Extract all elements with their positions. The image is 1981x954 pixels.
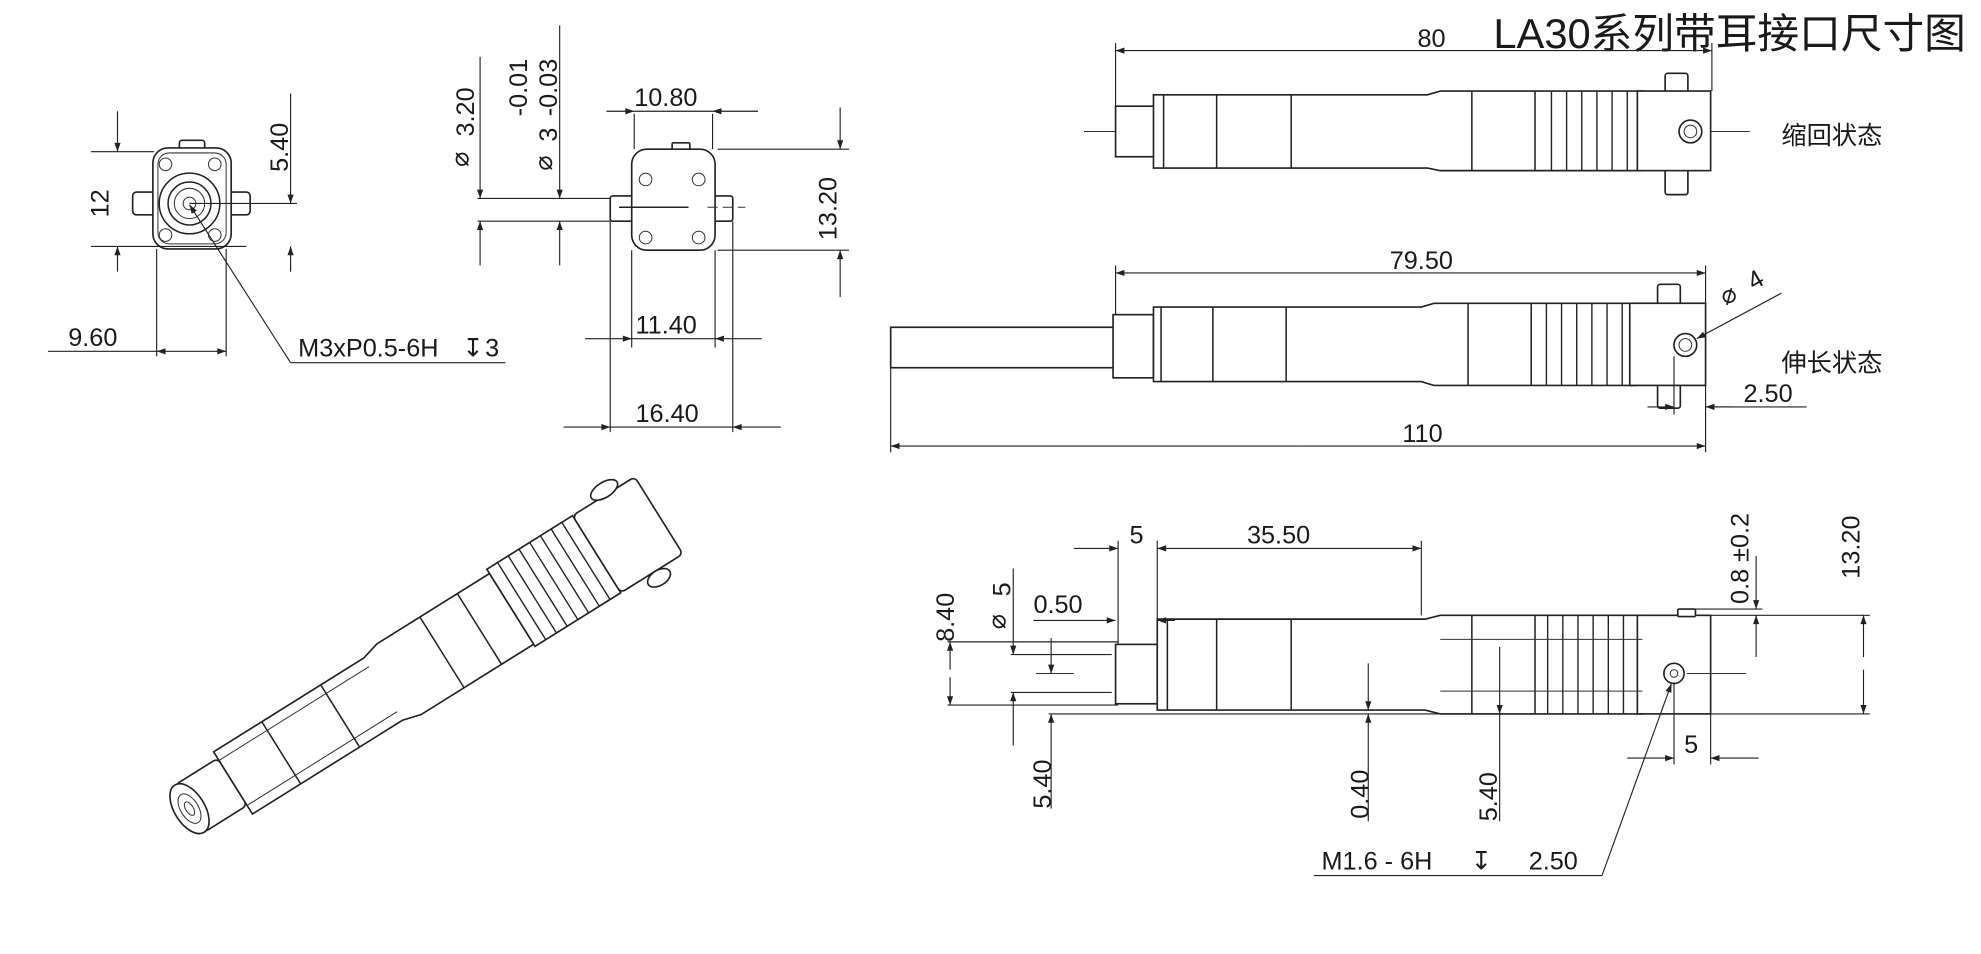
bottom-hole-pos-label: 5 [1684, 731, 1698, 759]
bottom-height-label: 8.40 [932, 593, 960, 642]
side-height-label: 13.20 [814, 177, 842, 240]
front-height-label: 12 [87, 189, 115, 217]
depth-symbol-icon: ↧ [462, 334, 483, 362]
bottom-thread-depth-label: 2.50 [1529, 847, 1578, 875]
side-tol-lower: -0.03 [535, 59, 563, 117]
bottom-total-height-label: 13.20 [1838, 516, 1866, 579]
bottom-gap-label: 0.50 [1033, 591, 1082, 619]
depth-symbol-icon: ↧ [1471, 847, 1492, 875]
retracted-view: 80 缩回状态 [1083, 25, 1882, 196]
front-thread-depth: 3 [485, 334, 499, 362]
side-total-width-label: 16.40 [635, 400, 698, 428]
bottom-step-label: 0.40 [1346, 770, 1374, 819]
side-mid-width-label: 11.40 [635, 312, 696, 340]
bottom-body-len-label: 35.50 [1247, 521, 1310, 549]
bottom-rod-offset-label: 5.40 [1029, 759, 1057, 808]
retracted-length-label: 80 [1418, 25, 1446, 53]
isometric-view [169, 477, 682, 835]
extended-hole-offset-label: 2.50 [1743, 380, 1792, 408]
diameter-icon: ⌀ [984, 614, 1012, 629]
bottom-view: 5 35.50 0.50 8.40 5 ⌀ 5.40 0.40 5.40 [932, 513, 1870, 877]
drawing-title: LA30系列带耳接口尺寸图 [1493, 10, 1966, 57]
side-top-width-label: 10.80 [634, 84, 697, 112]
front-thread-label: M3xP0.5-6H [298, 334, 438, 362]
diameter-icon: ⌀ [1715, 279, 1742, 311]
extended-body-length-label: 79.50 [1390, 247, 1453, 275]
side-shaft-dia-label: 3.20 [452, 87, 480, 136]
retracted-state-label: 缩回状态 [1781, 122, 1882, 150]
front-width-label: 9.60 [68, 324, 117, 352]
side-view: 3.20 ⌀ -0.01 -0.03 3 ⌀ 10.80 13.20 11.40… [447, 25, 849, 433]
front-view: 12 5.40 9.60 M3xP0.5-6H ↧ 3 [48, 93, 506, 364]
bottom-ear-tol-label: 0.8 ±0.2 [1727, 513, 1755, 604]
extended-hole-dia-label: 4 [1743, 265, 1769, 296]
diameter-icon: ⌀ [530, 155, 558, 170]
bottom-rod-dia-label: 5 [989, 582, 1017, 596]
bottom-thread-label: M1.6 - 6H [1322, 847, 1433, 875]
side-pin-dia-label: 3 [535, 128, 563, 142]
extended-total-length-label: 110 [1402, 420, 1442, 448]
front-offset-label: 5.40 [266, 123, 294, 172]
extended-state-label: 伸长状态 [1781, 350, 1882, 378]
extended-view: 79.50 ⌀ 4 伸长状态 2.50 110 [889, 247, 1882, 453]
bottom-cap-len-label: 5 [1129, 521, 1143, 549]
side-tol-upper: -0.01 [505, 59, 533, 117]
bottom-offset-right-label: 5.40 [1475, 772, 1503, 821]
diameter-icon: ⌀ [447, 152, 475, 167]
